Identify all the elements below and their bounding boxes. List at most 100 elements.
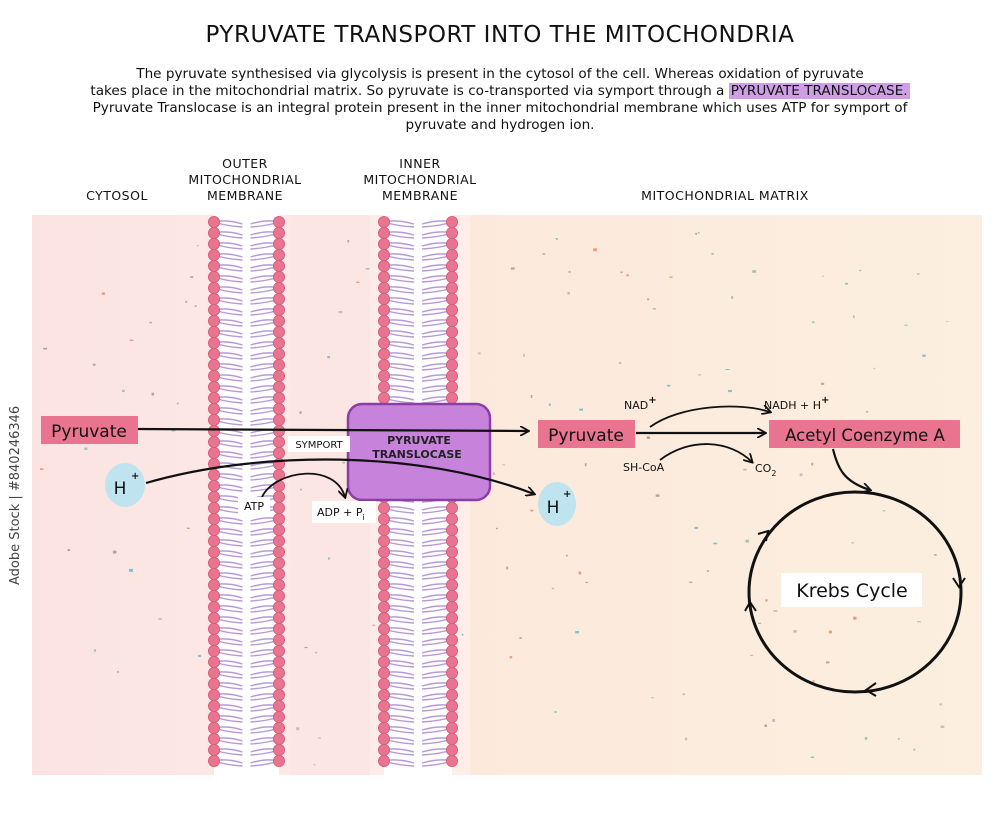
lipid-head: [445, 325, 458, 338]
speckle: [939, 703, 942, 706]
speckle: [772, 719, 776, 722]
speckle: [356, 281, 360, 283]
lipid-head: [207, 634, 220, 647]
lipid-head: [272, 435, 285, 448]
region-label-inner-membrane: INNER MITOCHONDRIAL MEMBRANE: [345, 156, 495, 204]
speckle: [904, 324, 908, 326]
lipid-head: [207, 524, 220, 537]
speckle: [122, 389, 125, 393]
lipid-head: [377, 336, 390, 349]
speckle: [812, 321, 815, 324]
translocase-label-line-1: PYRUVATE: [387, 434, 451, 447]
lipid-head: [445, 535, 458, 548]
lipid-head: [272, 237, 285, 250]
speckle: [626, 274, 629, 277]
speckle: [853, 616, 857, 620]
speckle: [575, 631, 579, 634]
speckle: [934, 554, 937, 556]
intro-line-2-text: takes place in the mitochondrial matrix.…: [90, 83, 725, 99]
speckle: [568, 270, 571, 273]
lipid-head: [272, 546, 285, 559]
speckle: [750, 654, 754, 656]
speckle: [913, 748, 916, 751]
intro-line-2: takes place in the mitochondrial matrix.…: [20, 83, 980, 100]
speckle: [372, 624, 375, 627]
speckle: [186, 527, 190, 529]
lipid-head: [207, 711, 220, 724]
lipid-head: [377, 237, 390, 250]
lipid-head: [207, 557, 220, 570]
lipid-head: [207, 336, 220, 349]
outer-membrane-label-line-2: MITOCHONDRIAL: [188, 172, 302, 187]
speckle: [666, 384, 671, 387]
speckle: [328, 557, 330, 560]
lipid-head: [272, 259, 285, 272]
h-ion-matrix-charge: +: [563, 489, 571, 500]
lipid-head: [207, 391, 220, 404]
lipid-head: [377, 281, 390, 294]
speckle: [304, 646, 308, 649]
lipid-head: [445, 380, 458, 393]
speckle: [509, 656, 513, 659]
lipid-head: [377, 623, 390, 636]
lipid-head: [377, 667, 390, 680]
speckle: [40, 468, 44, 470]
lipid-head: [445, 347, 458, 360]
lipid-head: [445, 524, 458, 537]
krebs-cycle-arrow-topleft: [757, 529, 770, 542]
speckle: [190, 276, 194, 278]
lipid-head: [377, 215, 390, 228]
speckle: [829, 630, 832, 634]
lipid-head: [272, 590, 285, 603]
lipid-head: [207, 226, 220, 239]
lipid-head: [377, 700, 390, 713]
lipid-head: [272, 347, 285, 360]
speckle: [745, 539, 749, 543]
speckle: [551, 587, 554, 590]
lipid-head: [272, 612, 285, 625]
lipid-head: [377, 733, 390, 746]
speckle: [618, 362, 622, 364]
speckle: [593, 248, 597, 252]
speckle: [765, 599, 768, 602]
speckle: [859, 269, 862, 272]
lipid-head: [445, 314, 458, 327]
lipid-head: [272, 557, 285, 570]
lipid-head: [445, 369, 458, 382]
speckle: [342, 461, 345, 464]
speckle: [799, 473, 803, 477]
speckle: [694, 526, 698, 529]
speckle: [151, 392, 155, 396]
speckle: [347, 239, 350, 243]
lipid-head: [272, 634, 285, 647]
lipid-head: [207, 568, 220, 581]
speckle: [655, 494, 660, 497]
lipid-head: [272, 248, 285, 261]
speckle: [651, 697, 654, 699]
intro-line-3: Pyruvate Translocase is an integral prot…: [92, 100, 908, 116]
speckle: [510, 267, 515, 270]
speckle: [299, 411, 302, 414]
lipid-head: [272, 623, 285, 636]
lipid-head: [272, 446, 285, 459]
lipid-head: [445, 237, 458, 250]
lipid-head: [445, 744, 458, 757]
speckle: [922, 354, 926, 357]
lipid-head: [377, 755, 390, 768]
lipid-head: [445, 303, 458, 316]
adp-label-bg: [312, 501, 376, 523]
lipid-head: [207, 237, 220, 250]
lipid-head: [207, 270, 220, 283]
speckle: [917, 273, 920, 275]
lipid-head: [377, 535, 390, 548]
lipid-head: [377, 722, 390, 735]
lipid-head: [445, 546, 458, 559]
lipid-head: [445, 391, 458, 404]
lipid-head: [207, 700, 220, 713]
lipid-head: [207, 413, 220, 426]
lipid-head: [377, 358, 390, 371]
lipid-head: [207, 281, 220, 294]
lipid-head: [207, 656, 220, 669]
inner-membrane-label-line-2: MITOCHONDRIAL: [363, 172, 477, 187]
outer-membrane-label-line-3: MEMBRANE: [206, 188, 284, 203]
